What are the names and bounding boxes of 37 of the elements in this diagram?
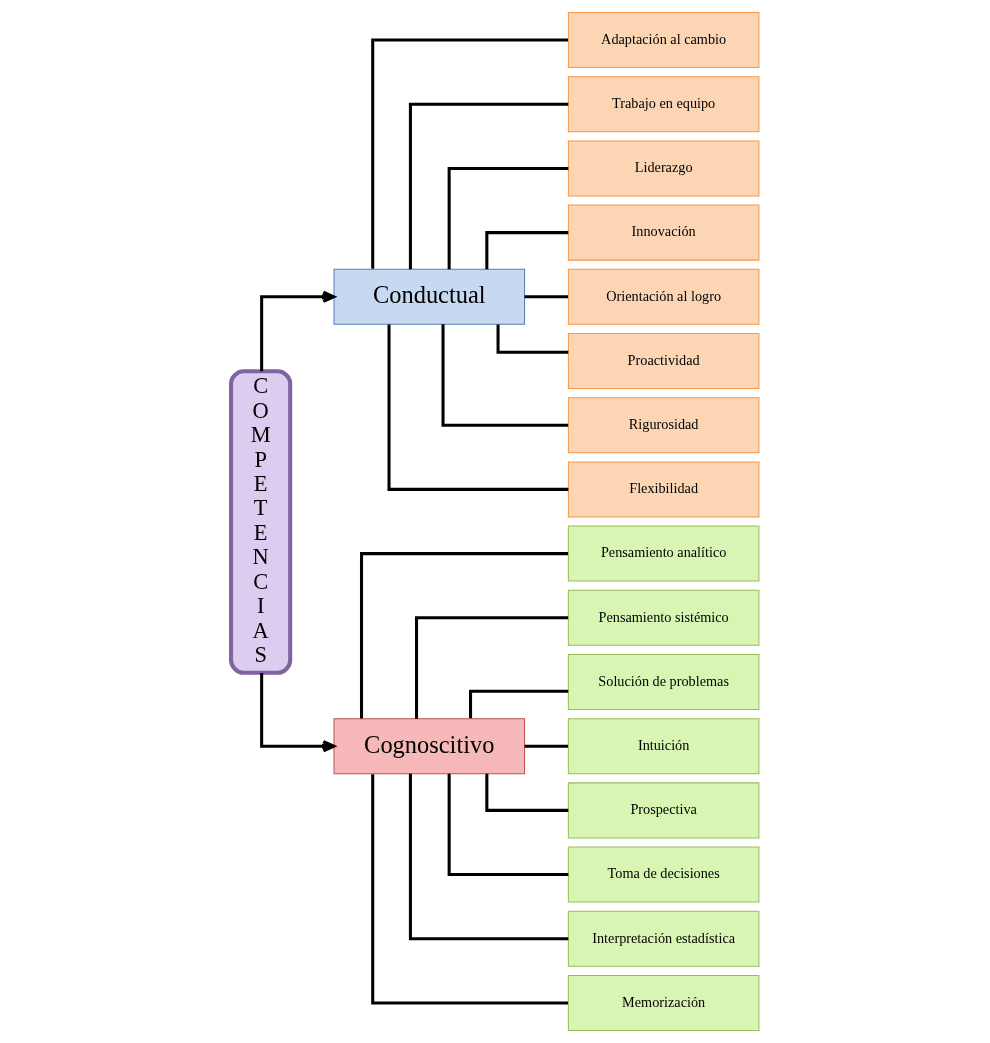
connector bbox=[447, 773, 569, 877]
node-box: Rigurosidad bbox=[567, 397, 760, 454]
connector bbox=[469, 689, 569, 719]
node-box: Adaptación al cambio bbox=[567, 12, 760, 69]
connector bbox=[441, 324, 569, 427]
connector bbox=[360, 552, 569, 719]
node-box: Innovación bbox=[567, 204, 760, 261]
connector bbox=[371, 38, 568, 269]
connector bbox=[524, 295, 568, 299]
node-box: Orientación al logro bbox=[567, 268, 760, 325]
node-box: Solución de problemas bbox=[567, 653, 760, 710]
node-box: Memorización bbox=[567, 974, 760, 1031]
node-box: Conductual bbox=[333, 268, 526, 325]
node-box: Pensamiento analítico bbox=[567, 525, 760, 582]
connector bbox=[485, 773, 569, 812]
connector bbox=[408, 773, 569, 941]
arrow bbox=[260, 673, 336, 753]
node-box: Flexibilidad bbox=[567, 461, 760, 518]
node-box: Prospectiva bbox=[567, 782, 760, 839]
node-box: Cognoscitivo bbox=[333, 718, 526, 775]
node-box: COMPETENCIAS bbox=[229, 369, 293, 675]
connector bbox=[371, 774, 568, 1005]
node-box: Trabajo en equipo bbox=[567, 76, 760, 133]
connector bbox=[415, 616, 569, 719]
connector bbox=[408, 102, 569, 270]
node-box: Liderazgo bbox=[567, 140, 760, 197]
connector bbox=[447, 166, 569, 270]
node-box: Proactividad bbox=[567, 333, 760, 390]
connector bbox=[387, 324, 569, 491]
connector bbox=[485, 231, 569, 270]
connector bbox=[496, 324, 569, 354]
node-box: Intuición bbox=[567, 718, 760, 775]
node-box: Pensamiento sistémico bbox=[567, 589, 760, 646]
node-box: Toma de decisiones bbox=[567, 846, 760, 903]
node-box: Interpretación estadística bbox=[567, 910, 760, 967]
arrow bbox=[260, 290, 336, 372]
connector bbox=[524, 744, 568, 748]
